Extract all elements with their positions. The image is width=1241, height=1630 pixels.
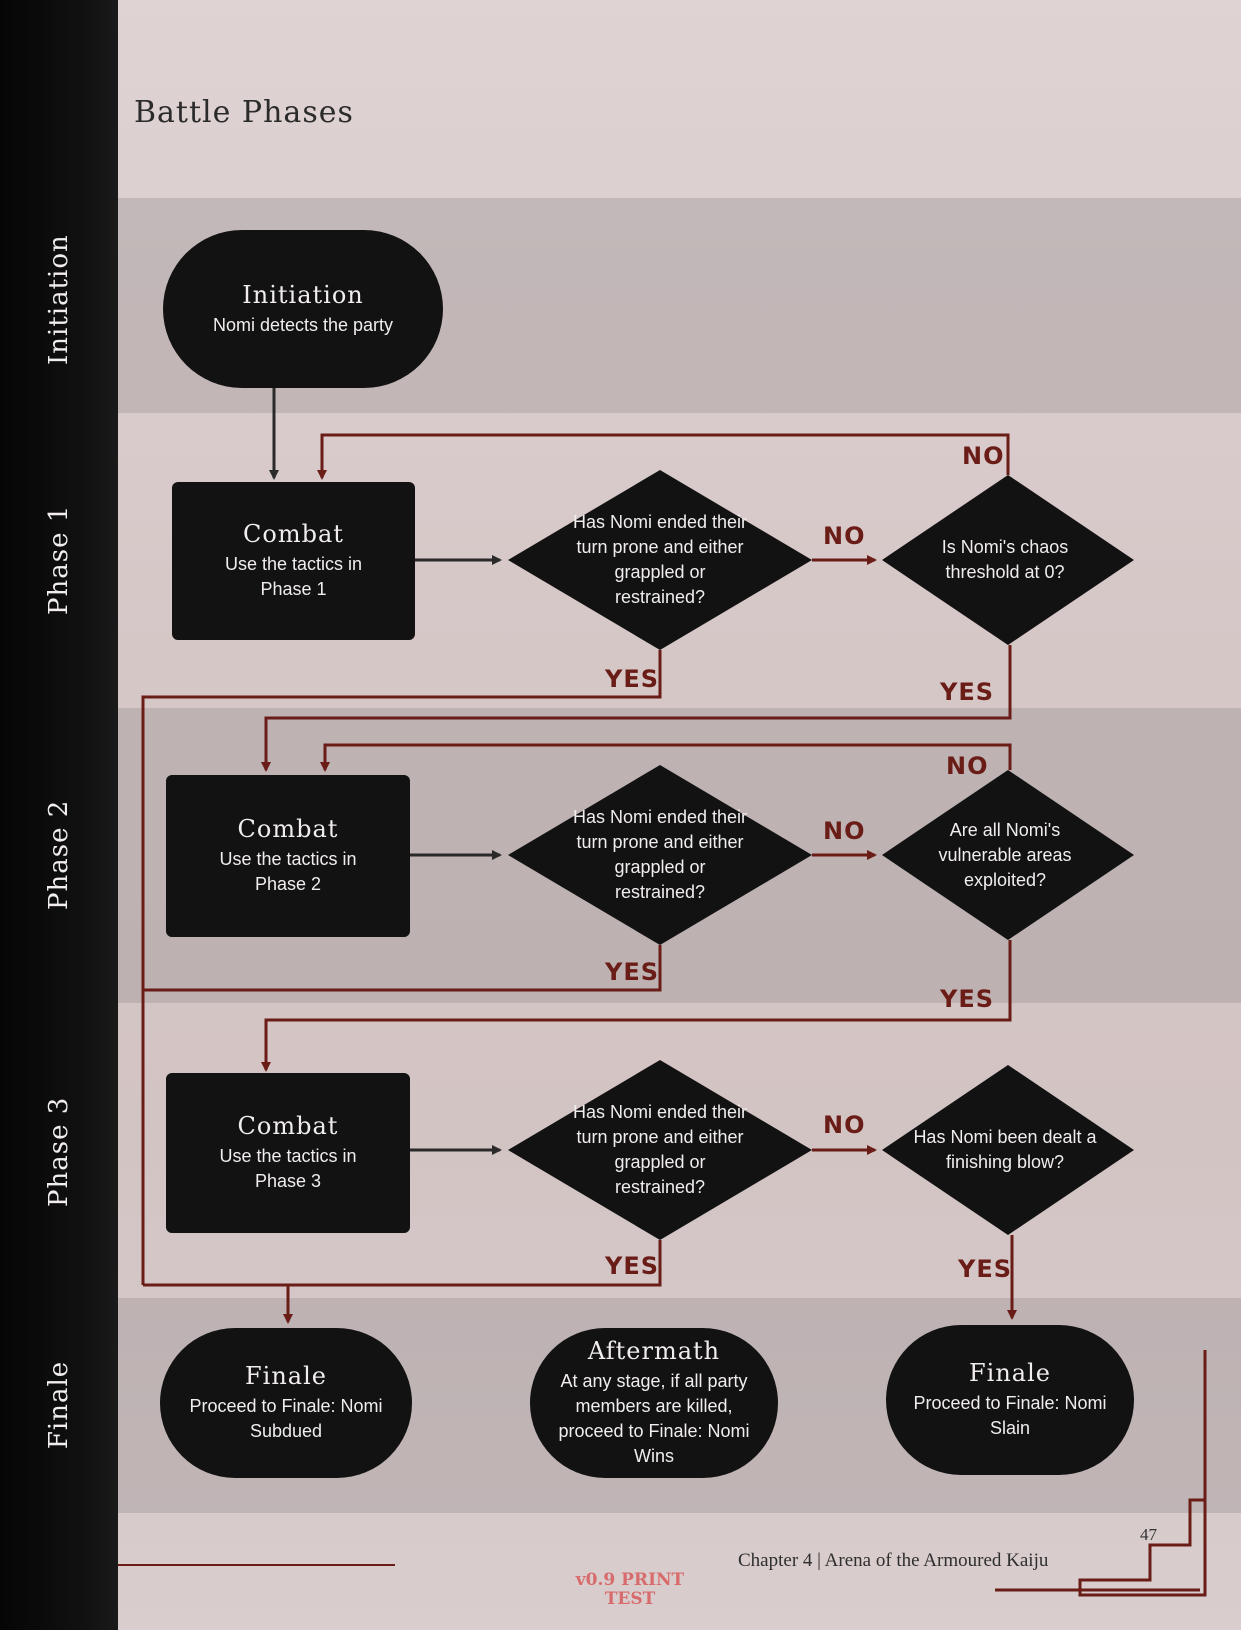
decision-diamond-phase-2 [508, 765, 812, 945]
chapter-footer: Chapter 4 | Arena of the Armoured Kaiju [738, 1550, 1049, 1571]
combat-text-phase-1: Use the tactics in Phase 1 [224, 554, 363, 599]
combat-title-phase-1: Combat [243, 520, 344, 548]
label-yes-right-phase-3: YES [958, 1255, 1013, 1283]
aftermath-text: At any stage, if all party members are k… [558, 1371, 750, 1466]
label-yes-right-phase-1: YES [940, 678, 995, 706]
combat-node-phase-2: Combat Use the tactics in Phase 2 [166, 775, 410, 937]
lane-strip [0, 0, 118, 1630]
label-yes-left-phase-1: YES [605, 665, 660, 693]
decision-diamond-phase-3 [508, 1060, 812, 1240]
initiation-node: Initiation Nomi detects the party [163, 230, 443, 388]
label-no-right-phase-2: NO [823, 817, 866, 845]
check-text-phase-1: Is Nomi's chaos threshold at 0? [941, 537, 1069, 582]
check-diamond-phase-1 [882, 475, 1134, 645]
check-diamond-phase-2 [882, 770, 1134, 940]
finale-slain-text: Proceed to Finale: Nomi Slain [913, 1393, 1107, 1438]
finale-subdued-text: Proceed to Finale: Nomi Subdued [189, 1396, 383, 1441]
finale-subdued-title: Finale [245, 1362, 327, 1390]
corner-ornament [1078, 1350, 1207, 1597]
yes-question-phase-3 [143, 1240, 662, 1287]
finale-slain-node: Finale Proceed to Finale: Nomi Slain [886, 1325, 1134, 1475]
initiation-title: Initiation [242, 280, 364, 309]
label-no-right-phase-3: NO [823, 1111, 866, 1139]
yes-check-phase-1 [261, 645, 1012, 772]
combat-text-phase-3: Use the tactics in Phase 3 [219, 1146, 357, 1191]
combat-node-phase-1: Combat Use the tactics in Phase 1 [172, 482, 415, 640]
decision-diamond-phase-1 [508, 470, 812, 650]
question-text-phase-2: Has Nomi ended their turn prone and eith… [572, 807, 748, 902]
combat-title-phase-3: Combat [237, 1112, 339, 1140]
print-test-stamp: v0.9 PRINT TEST [575, 1570, 685, 1609]
question-text-phase-1: Has Nomi ended their turn prone and eith… [572, 512, 748, 607]
label-no-back-phase-1: NO [962, 442, 1005, 470]
check-text-phase-3: Has Nomi been dealt a finishing blow? [913, 1127, 1097, 1172]
aftermath-title: Aftermath [587, 1337, 721, 1365]
initiation-text: Nomi detects the party [212, 314, 394, 335]
label-yes-left-phase-3: YES [605, 1252, 660, 1280]
page-title: Battle Phases [134, 95, 354, 130]
combat-node-phase-3: Combat Use the tactics in Phase 3 [166, 1073, 410, 1233]
finale-slain-title: Finale [969, 1359, 1051, 1387]
combat-text-phase-2: Use the tactics in Phase 2 [219, 849, 357, 894]
check-diamond-phase-3 [882, 1065, 1134, 1235]
finale-subdued-node: Finale Proceed to Finale: Nomi Subdued [160, 1328, 412, 1478]
combat-title-phase-2: Combat [237, 815, 339, 843]
label-yes-left-phase-2: YES [605, 958, 660, 986]
label-yes-right-phase-2: YES [940, 985, 995, 1013]
label-no-right-phase-1: NO [823, 522, 866, 550]
aftermath-node: Aftermath At any stage, if all party mem… [530, 1328, 778, 1478]
yes-question-phase-2 [143, 945, 662, 992]
loop-no-phase-2 [320, 743, 1012, 772]
loop-no-phase-1 [317, 433, 1010, 480]
page-number: 47 [1140, 1525, 1157, 1544]
label-no-back-phase-2: NO [946, 752, 989, 780]
question-text-phase-3: Has Nomi ended their turn prone and eith… [572, 1102, 748, 1197]
yes-check-phase-2 [261, 940, 1012, 1072]
check-text-phase-2: Are all Nomi's vulnerable areas exploite… [938, 819, 1072, 890]
